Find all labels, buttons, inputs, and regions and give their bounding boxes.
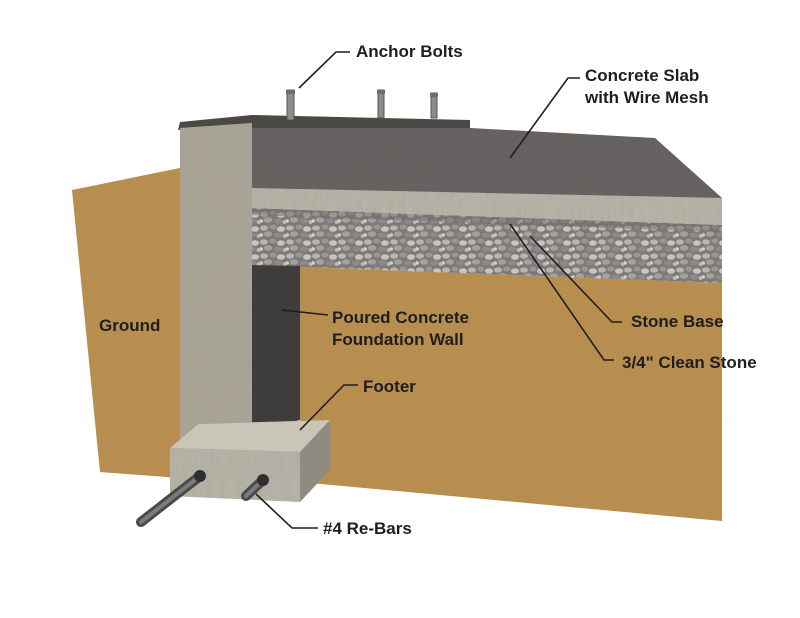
ground-soil (72, 168, 722, 521)
foundation-wall-front (180, 123, 252, 440)
label-anchor-bolts: Anchor Bolts (356, 42, 463, 61)
leader-anchor-bolts (298, 51, 350, 89)
concrete-slab-top (250, 128, 722, 198)
leader-footer (299, 384, 358, 431)
stone-base-gravel (250, 208, 722, 283)
label-concrete-slab-line1: Concrete Slab (585, 66, 699, 85)
rebars (136, 470, 269, 527)
anchor-bolts (286, 89, 438, 121)
label-footer: Footer (363, 377, 416, 396)
footer-block (170, 420, 330, 502)
label-clean-stone: 3/4" Clean Stone (622, 353, 757, 372)
leader-stone-base (529, 235, 622, 323)
label-foundation-wall-line2: Foundation Wall (332, 330, 464, 349)
slab-front-edge (250, 188, 722, 225)
leader-foundation-wall (281, 309, 329, 316)
label-stone-base: Stone Base (631, 312, 724, 331)
foundation-wall-side (250, 265, 300, 432)
label-foundation-wall-line1: Poured Concrete (332, 308, 469, 327)
leader-clean-stone (509, 223, 614, 361)
leader-rebars (255, 493, 318, 529)
label-concrete-slab-line2: with Wire Mesh (584, 88, 709, 107)
label-rebars: #4 Re-Bars (323, 519, 412, 538)
leader-concrete-slab (509, 77, 580, 159)
label-ground: Ground (99, 316, 160, 335)
